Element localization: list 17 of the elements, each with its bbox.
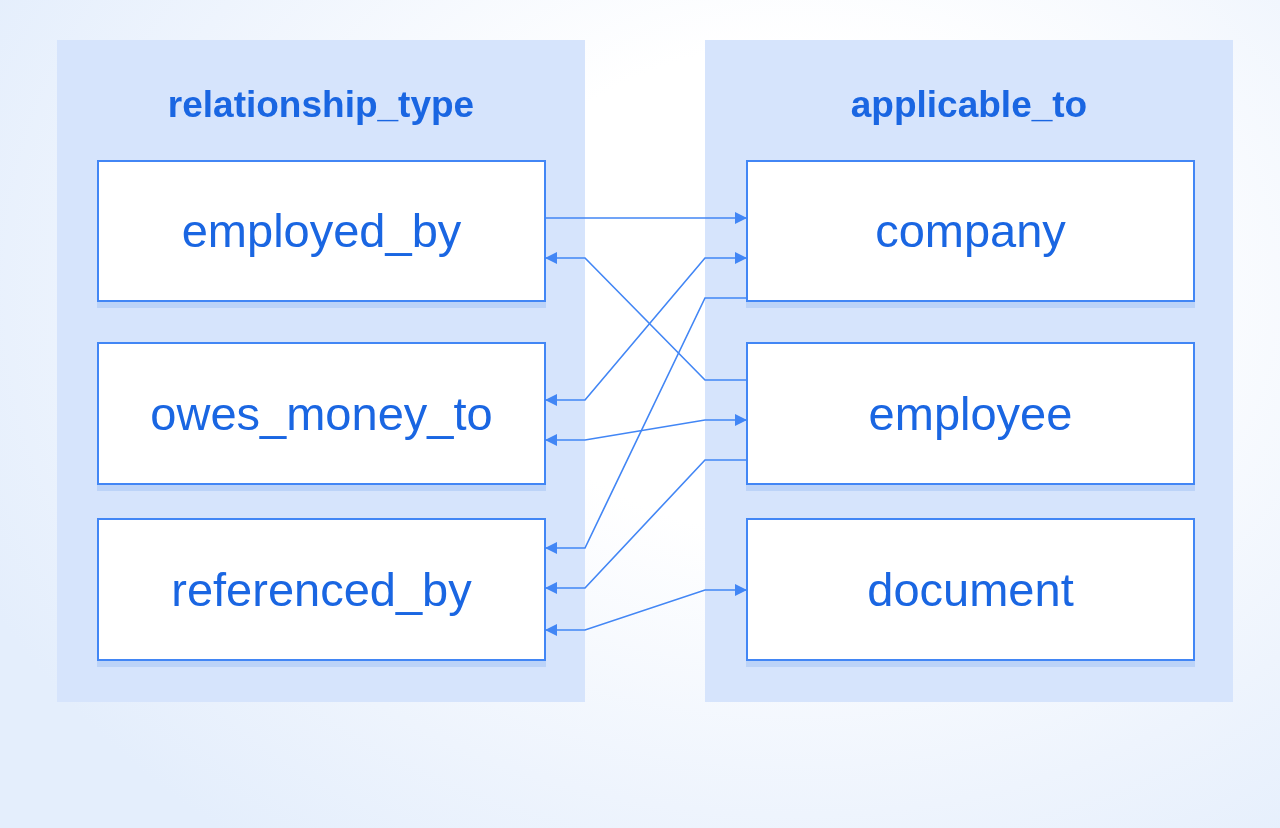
panel-heading: relationship_type: [167, 84, 475, 126]
arrow: [545, 252, 747, 381]
box-label: owes_money_to: [150, 386, 493, 441]
double-arrow: [545, 252, 747, 406]
panel-heading: applicable_to: [850, 84, 1088, 126]
double-arrow: [545, 584, 747, 636]
box-label: employee: [868, 386, 1073, 441]
group-panel: [705, 40, 1233, 702]
box-label: referenced_by: [171, 562, 472, 617]
group-panel: [57, 40, 585, 702]
box-label: company: [875, 204, 1066, 258]
double-arrow: [545, 414, 747, 446]
box-label: document: [867, 562, 1074, 617]
box-label: employed_by: [181, 204, 462, 258]
arrow: [545, 459, 747, 594]
arrow: [545, 297, 747, 554]
arrow: [545, 212, 747, 224]
